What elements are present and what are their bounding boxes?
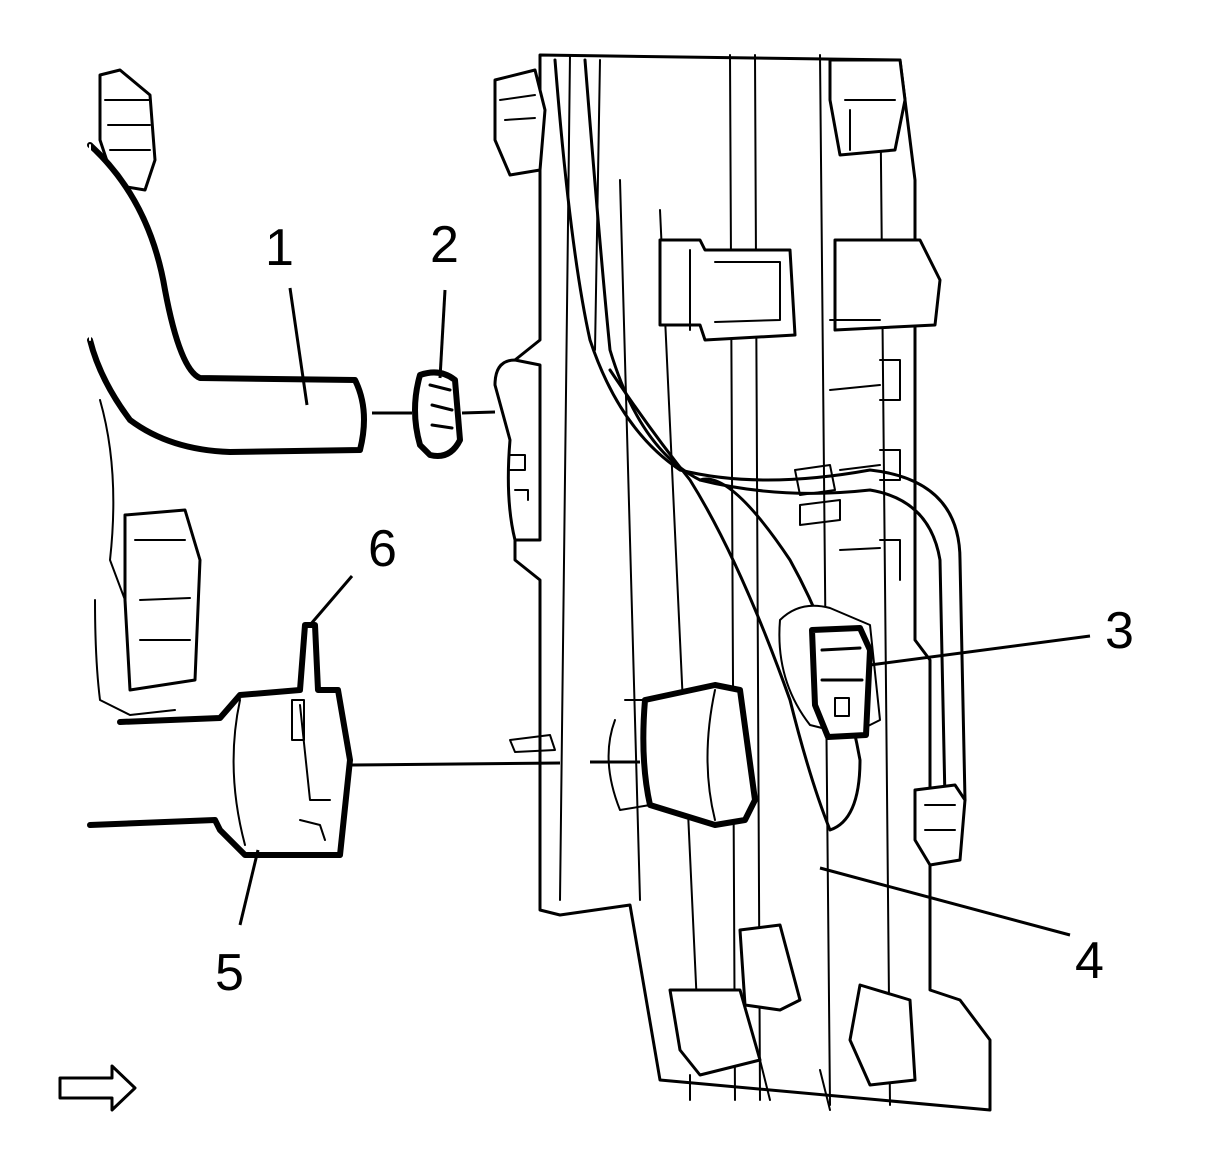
bracket-ribs xyxy=(104,99,151,151)
callout-2: 2 xyxy=(430,216,459,274)
harness-connector xyxy=(913,783,967,867)
alignment-line-outlet xyxy=(351,761,561,767)
clamp-band xyxy=(412,369,463,459)
upper-sensor-connector xyxy=(493,68,547,177)
side-clips xyxy=(879,359,901,581)
leader-1 xyxy=(288,287,309,406)
hose-coupler xyxy=(87,622,353,858)
connector-detail xyxy=(499,94,536,121)
rib-lines xyxy=(829,319,881,551)
leader-4 xyxy=(819,866,1071,937)
lower-mount-bracket xyxy=(738,923,802,1012)
hose-body xyxy=(87,142,367,455)
quick-connect-tab xyxy=(291,699,305,741)
coupler-seam xyxy=(232,699,246,846)
lower-right-bracket xyxy=(848,983,917,1087)
inlet-stub-detail xyxy=(509,454,529,501)
shroud-inlet-stub xyxy=(493,358,542,542)
lower-mount-bracket xyxy=(668,988,762,1077)
bracket-detail xyxy=(689,249,781,331)
background-engine-components xyxy=(94,68,202,716)
connector-latch xyxy=(820,646,864,682)
component-outline xyxy=(94,599,176,716)
outlet-pipe-end xyxy=(640,682,758,828)
bracket-detail xyxy=(844,99,896,151)
connector-body xyxy=(809,625,873,740)
connector-terminal xyxy=(834,697,850,717)
frame-rail xyxy=(879,59,891,1106)
upper-right-bracket xyxy=(833,238,942,332)
callout-5: 5 xyxy=(215,944,244,1002)
frame-rail xyxy=(819,54,831,1106)
inlet-stub-body xyxy=(493,358,542,542)
top-right-bracket xyxy=(828,58,907,157)
callout-4: 4 xyxy=(1075,932,1104,990)
connector-detail xyxy=(924,804,956,831)
inlet-hose xyxy=(87,142,367,455)
callout-leaders xyxy=(238,287,1091,937)
callout-3: 3 xyxy=(1105,602,1134,660)
outlet-hose xyxy=(87,622,353,858)
arrow-right-icon xyxy=(58,1064,137,1112)
component-detail xyxy=(134,539,191,641)
leader-6 xyxy=(308,575,354,626)
alignment-line-clamp-stub xyxy=(461,410,496,415)
clamp-tab xyxy=(428,383,454,430)
frame-rail xyxy=(754,54,761,1101)
outlet-pipe-seam xyxy=(706,689,716,821)
leader-3 xyxy=(869,634,1091,667)
callout-1: 1 xyxy=(265,219,294,277)
harness-wire xyxy=(553,58,967,802)
shroud-outlet-pipe xyxy=(509,682,758,828)
callout-labels: 1 2 3 4 5 6 xyxy=(215,216,1134,1002)
upper-mount-bracket xyxy=(658,238,797,342)
harness-clip xyxy=(794,464,841,526)
frame-rail xyxy=(729,54,736,1101)
component-outline xyxy=(99,399,126,601)
leader-2 xyxy=(438,289,447,379)
callout-6: 6 xyxy=(368,520,397,578)
fan-motor-connector xyxy=(778,604,881,740)
alignment-lines xyxy=(351,410,640,767)
hose-clamp xyxy=(412,369,463,459)
wiring-harness xyxy=(553,58,967,867)
fan-shroud-frame xyxy=(493,53,992,1112)
harness-branch xyxy=(608,368,862,832)
shroud-inner-line xyxy=(659,209,701,1071)
leader-5 xyxy=(238,849,260,926)
bracket-detail xyxy=(689,1059,831,1111)
shroud-inner-line xyxy=(619,179,641,901)
outlet-flange xyxy=(607,699,651,811)
outlet-tab xyxy=(509,734,556,753)
